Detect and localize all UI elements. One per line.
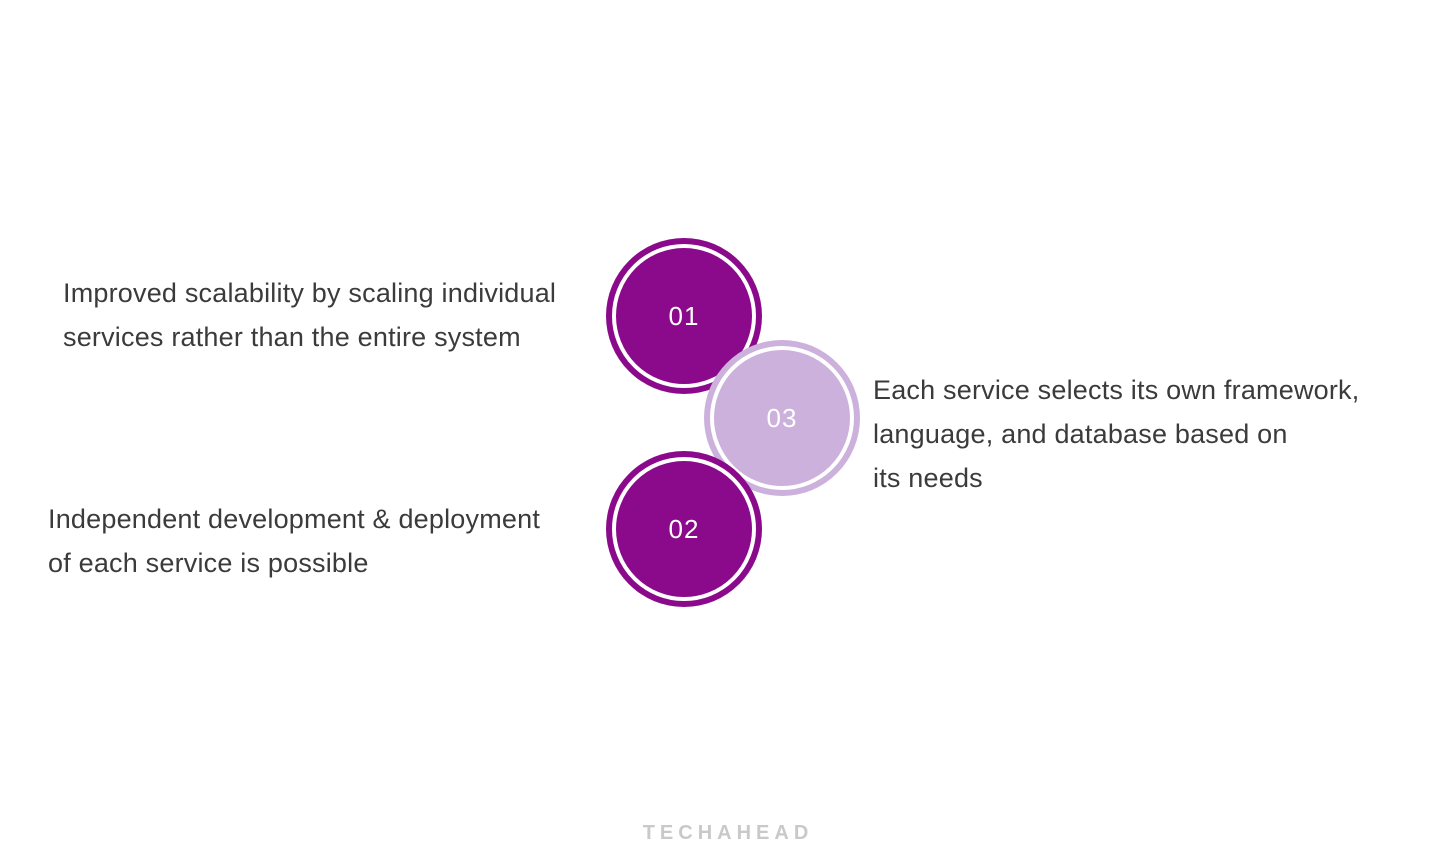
step-02-label-line-1: Independent development & deployment	[48, 504, 541, 534]
step-03-label-line-1: Each service selects its own framework,	[873, 375, 1360, 405]
step-01-label-line-2: services rather than the entire system	[63, 322, 521, 352]
step-03-number: 03	[766, 402, 798, 433]
step-02-circle: 02	[606, 451, 762, 607]
step-03-label-line-3: its needs	[873, 463, 983, 493]
step-02-label-line-2: of each service is possible	[48, 548, 369, 578]
step-03-label: Each service selects its own framework, …	[873, 368, 1359, 500]
step-03-label-line-2: language, and database based on	[873, 419, 1288, 449]
step-01-label-line-1: Improved scalability by scaling individu…	[63, 278, 557, 308]
step-01-label: Improved scalability by scaling individu…	[63, 271, 556, 359]
step-02-number: 02	[668, 513, 700, 544]
step-01-number: 01	[668, 300, 700, 331]
techahead-logo: TECHAHEAD	[642, 822, 814, 844]
step-02-label: Independent development & deployment of …	[48, 497, 540, 585]
